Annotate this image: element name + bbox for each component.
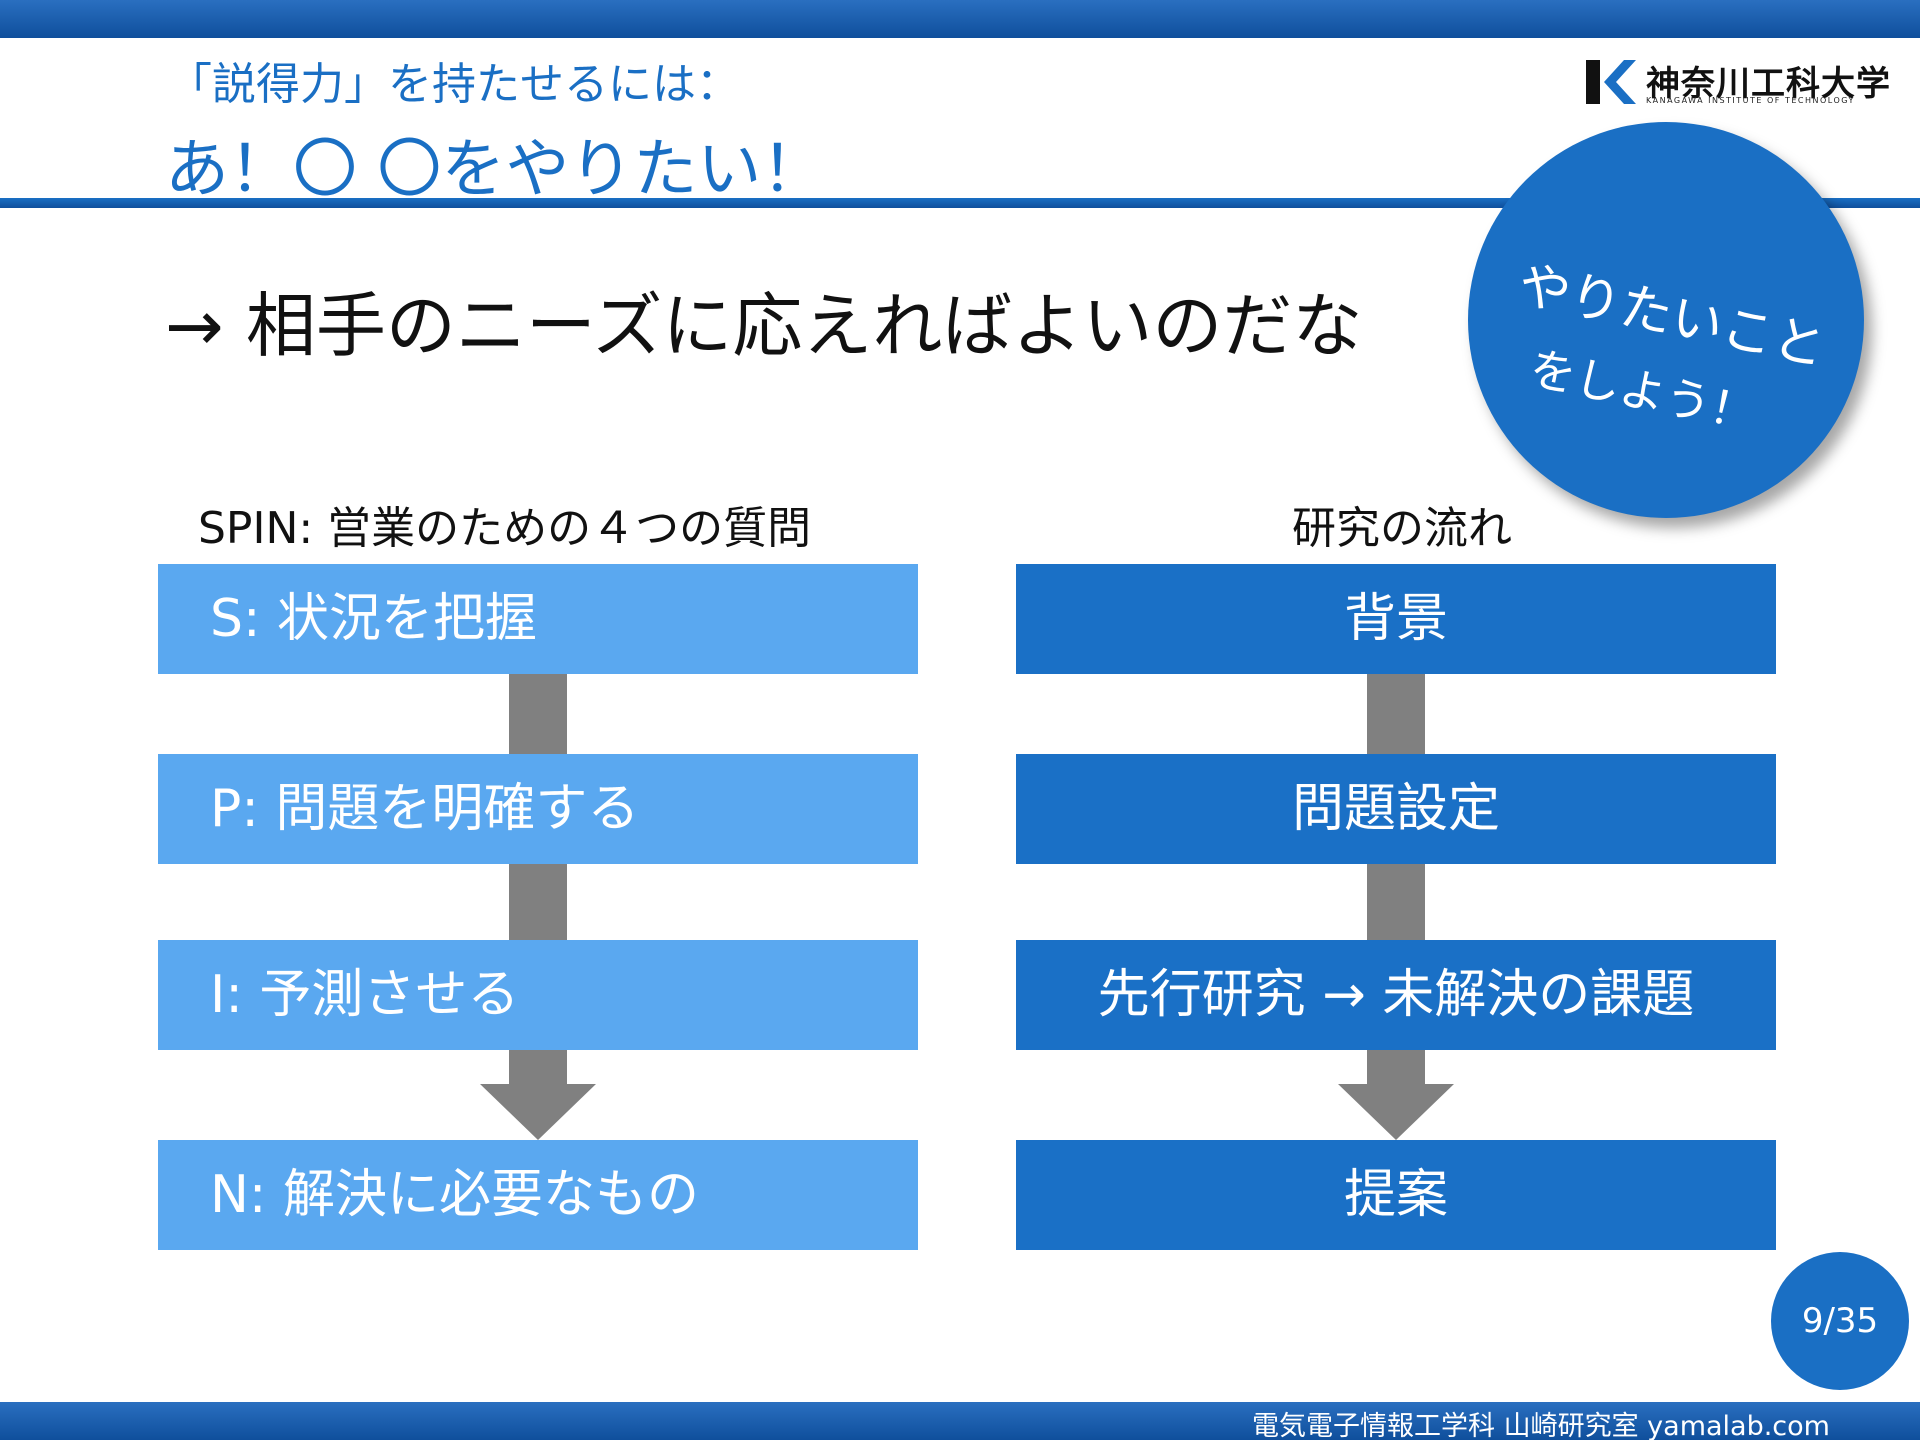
bottom-bar: [0, 1402, 1920, 1440]
title-divider: [0, 198, 1920, 208]
connector-right-1: [1367, 674, 1425, 756]
research-step-proposal: 提案: [1016, 1140, 1776, 1250]
university-logo: 神奈川工科大学 KANAGAWA INSTITUTE OF TECHNOLOGY: [1586, 56, 1890, 106]
logo-subtitle: KANAGAWA INSTITUTE OF TECHNOLOGY: [1646, 96, 1855, 105]
slide-subtitle: 「説得力」を持たせるには：: [168, 59, 740, 110]
main-point: → 相手のニーズに応えればよいのだな: [165, 285, 1363, 367]
down-arrow-icon: [480, 1050, 596, 1140]
page-number: 9/35: [1771, 1252, 1909, 1390]
down-arrow-icon: [1338, 1050, 1454, 1140]
spin-step-problem: P: 問題を明確する: [158, 754, 918, 864]
logo-k-icon: [1586, 60, 1636, 104]
spin-step-implication: I: 予測させる: [158, 940, 918, 1050]
slide-title: あ！〇 〇をやりたい！: [165, 133, 826, 207]
connector-left-2: [509, 862, 567, 944]
research-step-prior-work: 先行研究 → 未解決の課題: [1016, 940, 1776, 1050]
logo-name: 神奈川工科大学: [1646, 64, 1891, 104]
spin-step-need: N: 解決に必要なもの: [158, 1140, 918, 1250]
callout-badge: やりたいこと をしよう！: [1468, 122, 1864, 518]
research-flow-heading: 研究の流れ: [1292, 503, 1512, 554]
spin-heading: SPIN: 営業のための４つの質問: [198, 503, 812, 554]
connector-left-1: [509, 674, 567, 756]
research-step-background: 背景: [1016, 564, 1776, 674]
research-step-problem-setting: 問題設定: [1016, 754, 1776, 864]
footer-text: 電気電子情報工学科 山崎研究室 yamalab.com: [1252, 1411, 1830, 1442]
connector-right-2: [1367, 862, 1425, 944]
top-bar: [0, 0, 1920, 38]
spin-step-situation: S: 状況を把握: [158, 564, 918, 674]
